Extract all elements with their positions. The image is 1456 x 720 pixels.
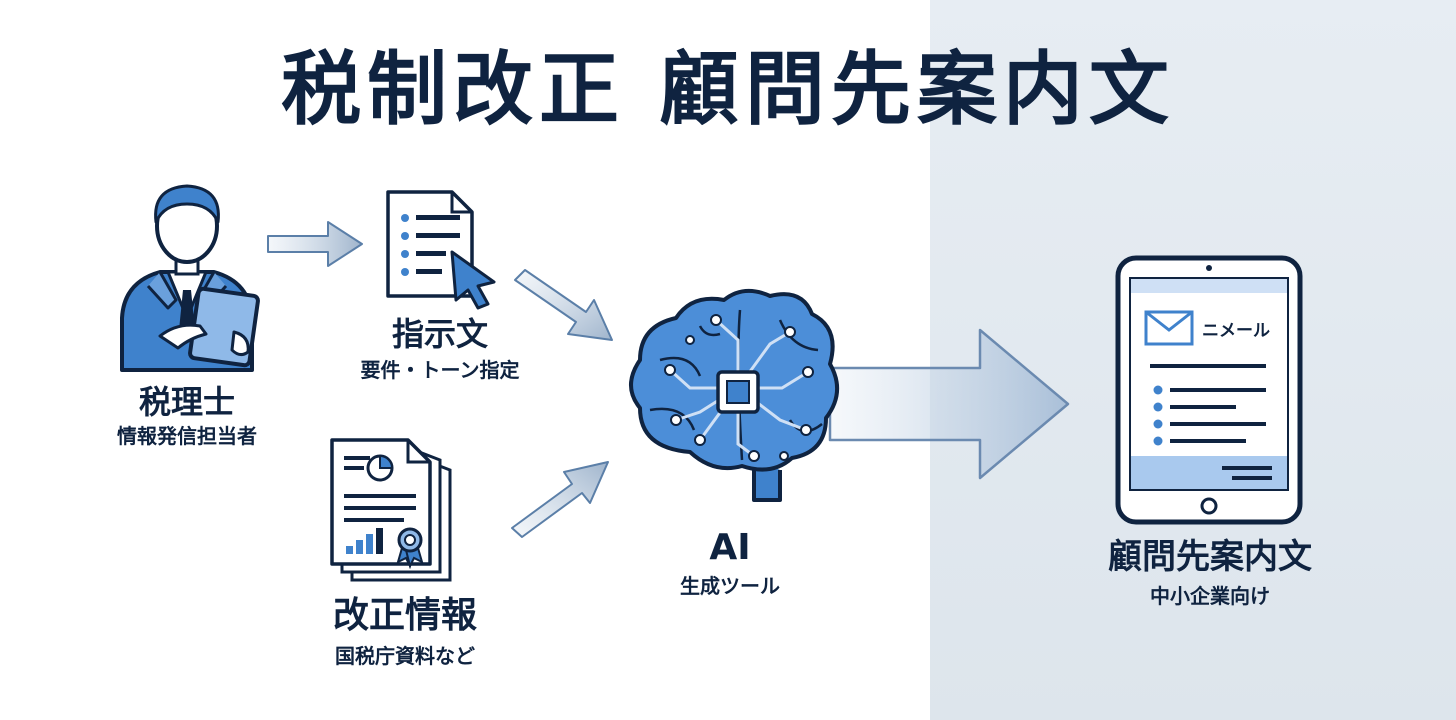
page-title: 税制改正 顧問先案内文	[281, 43, 1175, 136]
node-ai: AI 生成ツール	[640, 527, 820, 598]
arrow-revision-to-ai	[511, 461, 609, 538]
node-output: 顧問先案内文 中小企業向け	[1060, 540, 1360, 606]
document-icon	[386, 190, 474, 298]
node-tax-accountant-sub: 情報発信担当者	[117, 424, 257, 448]
award-icon	[396, 527, 424, 569]
node-revision-info: 改正情報 国税庁資料など	[290, 595, 520, 668]
node-instruction-sub: 要件・トーン指定	[360, 358, 520, 382]
node-instruction: 指示文 要件・トーン指定	[320, 318, 560, 380]
arrow-ai-to-output	[828, 328, 1070, 480]
node-tax-accountant-label: 税理士	[138, 383, 235, 421]
node-instruction-label: 指示文	[391, 315, 488, 353]
node-tax-accountant: 税理士 情報発信担当者	[80, 386, 294, 446]
arrow-person-to-instruction	[267, 221, 363, 267]
node-ai-label: AI	[709, 527, 751, 568]
pie-chart-icon	[366, 454, 394, 482]
tablet-screen-text: ニメール	[1202, 321, 1270, 341]
cursor-icon	[450, 250, 496, 310]
chip-icon	[716, 370, 760, 414]
node-ai-sub: 生成ツール	[680, 574, 780, 598]
mail-icon	[1144, 310, 1194, 346]
tablet-device-icon	[1115, 255, 1303, 525]
bar-chart-icon	[346, 528, 383, 554]
node-revision-info-label: 改正情報	[332, 595, 477, 636]
tablet-icon	[158, 286, 260, 368]
node-revision-info-sub: 国税庁資料など	[335, 644, 475, 668]
node-output-label: 顧問先案内文	[1108, 537, 1312, 577]
arrow-instruction-to-ai	[514, 269, 613, 341]
node-output-sub: 中小企業向け	[1150, 584, 1270, 608]
